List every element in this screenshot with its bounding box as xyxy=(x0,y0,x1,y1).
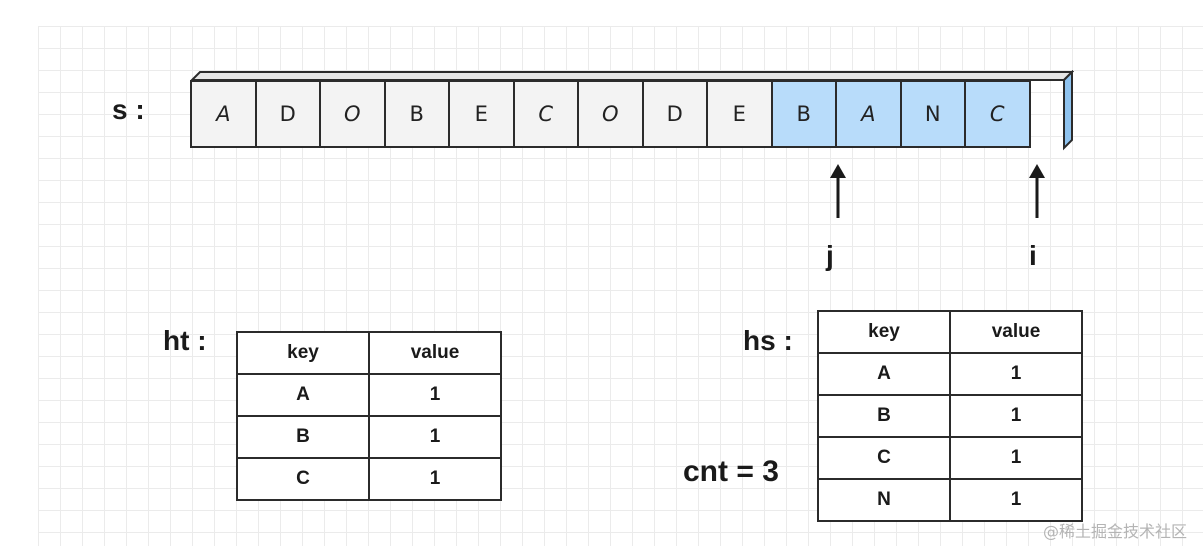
string-cell: C xyxy=(512,80,579,148)
hs-key-cell: C xyxy=(817,436,951,480)
hs-value-cell: 1 xyxy=(949,352,1083,396)
hs-value-cell: 1 xyxy=(949,478,1083,522)
string-cell: B xyxy=(770,80,837,148)
string-cell: B xyxy=(383,80,450,148)
ht-header-key: key xyxy=(236,331,370,375)
table-row: N 1 xyxy=(817,478,1083,522)
hs-header-value: value xyxy=(949,310,1083,354)
ht-key-cell: C xyxy=(236,457,370,501)
hs-label: hs : xyxy=(743,325,793,356)
table-row: A 1 xyxy=(817,352,1083,396)
ht-header-value: value xyxy=(368,331,502,375)
ht-table: key value A 1 B 1 C 1 xyxy=(236,331,502,501)
ht-label: ht : xyxy=(163,325,207,356)
hs-key-cell: N xyxy=(817,478,951,522)
ht-key-cell: B xyxy=(236,415,370,459)
pointer-i-arrow-icon xyxy=(1029,164,1045,218)
table-row: B 1 xyxy=(236,415,502,459)
string-cell: O xyxy=(319,80,386,148)
ht-value-cell: 1 xyxy=(368,373,502,417)
hs-header-row: key value xyxy=(817,310,1083,354)
pointer-j-label: j xyxy=(826,240,834,271)
pointer-j-arrow-icon xyxy=(830,164,846,218)
string-cell: E xyxy=(706,80,773,148)
table-row: C 1 xyxy=(236,457,502,501)
hs-value-cell: 1 xyxy=(949,394,1083,438)
hs-header-key: key xyxy=(817,310,951,354)
string-cell: E xyxy=(448,80,515,148)
string-cell: A xyxy=(835,80,902,148)
watermark: @稀土掘金技术社区 xyxy=(1042,522,1187,541)
string-cell: D xyxy=(254,80,321,148)
ht-value-cell: 1 xyxy=(368,457,502,501)
hs-key-cell: B xyxy=(817,394,951,438)
table-row: B 1 xyxy=(817,394,1083,438)
ht-header-row: key value xyxy=(236,331,502,375)
ht-value-cell: 1 xyxy=(368,415,502,459)
hs-table: key value A 1 B 1 C 1 N 1 xyxy=(817,310,1083,522)
table-row: C 1 xyxy=(817,436,1083,480)
string-cell: D xyxy=(641,80,708,148)
pointer-i-label: i xyxy=(1029,240,1037,271)
cnt-label: cnt = 3 xyxy=(683,455,779,488)
string-cell: O xyxy=(577,80,644,148)
string-label: s : xyxy=(112,94,145,125)
string-cell: N xyxy=(899,80,966,148)
table-row: A 1 xyxy=(236,373,502,417)
string-cell: A xyxy=(190,80,257,148)
string-cell: C xyxy=(964,80,1031,148)
ht-key-cell: A xyxy=(236,373,370,417)
hs-key-cell: A xyxy=(817,352,951,396)
hs-value-cell: 1 xyxy=(949,436,1083,480)
